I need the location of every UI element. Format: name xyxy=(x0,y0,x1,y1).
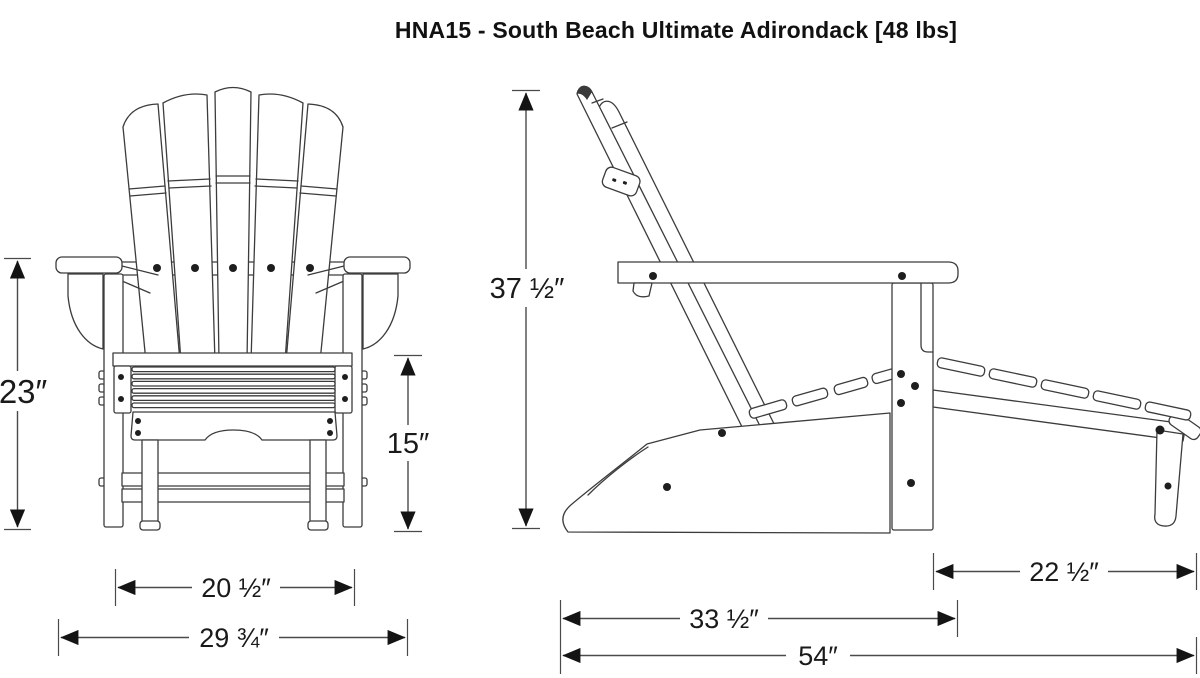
seat-bracket xyxy=(113,365,132,414)
back-slat xyxy=(214,86,252,363)
armrest-cleat xyxy=(632,282,653,298)
armrest-side xyxy=(617,261,959,284)
dim-side-height-label: 37 ½″ xyxy=(490,273,565,305)
seat-rail xyxy=(112,352,353,367)
front-apron xyxy=(130,411,338,441)
dim-frame-depth: 33 ½″ xyxy=(559,600,959,637)
dim-seat-width-label: 20 ½″ xyxy=(201,573,271,603)
front-view-drawing xyxy=(55,86,411,531)
back-slat xyxy=(162,93,216,363)
front-leg xyxy=(309,439,327,523)
page-title: HNA15 - South Beach Ultimate Adirondack … xyxy=(394,17,958,44)
dim-front-width: 29 ¾″ xyxy=(57,619,409,656)
dim-seat-height-label: 15″ xyxy=(387,428,430,460)
side-wing xyxy=(362,273,399,350)
footrest-rail xyxy=(932,389,1187,442)
dim-seat-width: 20 ½″ xyxy=(114,569,356,606)
back-slat xyxy=(250,93,304,363)
stretcher xyxy=(121,488,345,503)
front-leg-side xyxy=(891,282,934,531)
seat-slat xyxy=(131,366,336,373)
footrest-leg xyxy=(1154,429,1184,527)
foot xyxy=(139,520,161,531)
side-view-drawing xyxy=(562,85,1200,534)
seat-bracket xyxy=(334,365,353,414)
dim-seat-height: 15″ xyxy=(386,354,430,533)
stretcher xyxy=(121,472,345,487)
armrest xyxy=(55,256,123,274)
dim-footrest-length-label: 22 ½″ xyxy=(1029,557,1099,587)
dim-overall-depth-label: 54″ xyxy=(798,641,838,671)
side-wing xyxy=(67,273,104,350)
back-slat xyxy=(285,103,344,363)
footrest-slat xyxy=(936,357,986,377)
seat-slat-side xyxy=(748,399,788,419)
armrest xyxy=(343,256,411,274)
side-stringer xyxy=(562,412,891,534)
dim-front-height-label: 23″ xyxy=(0,373,48,410)
foot xyxy=(307,520,329,531)
dim-side-height: 37 ½″ xyxy=(488,89,565,530)
back-slat xyxy=(122,103,181,363)
dim-footrest-length: 22 ½″ xyxy=(932,553,1198,590)
dim-overall-depth: 54″ xyxy=(559,637,1198,674)
dim-frame-depth-label: 33 ½″ xyxy=(689,604,759,634)
dim-front-height: 23″ xyxy=(0,257,48,531)
back-bracket xyxy=(601,166,641,197)
dim-front-width-label: 29 ¾″ xyxy=(199,623,269,653)
front-leg xyxy=(141,439,159,523)
